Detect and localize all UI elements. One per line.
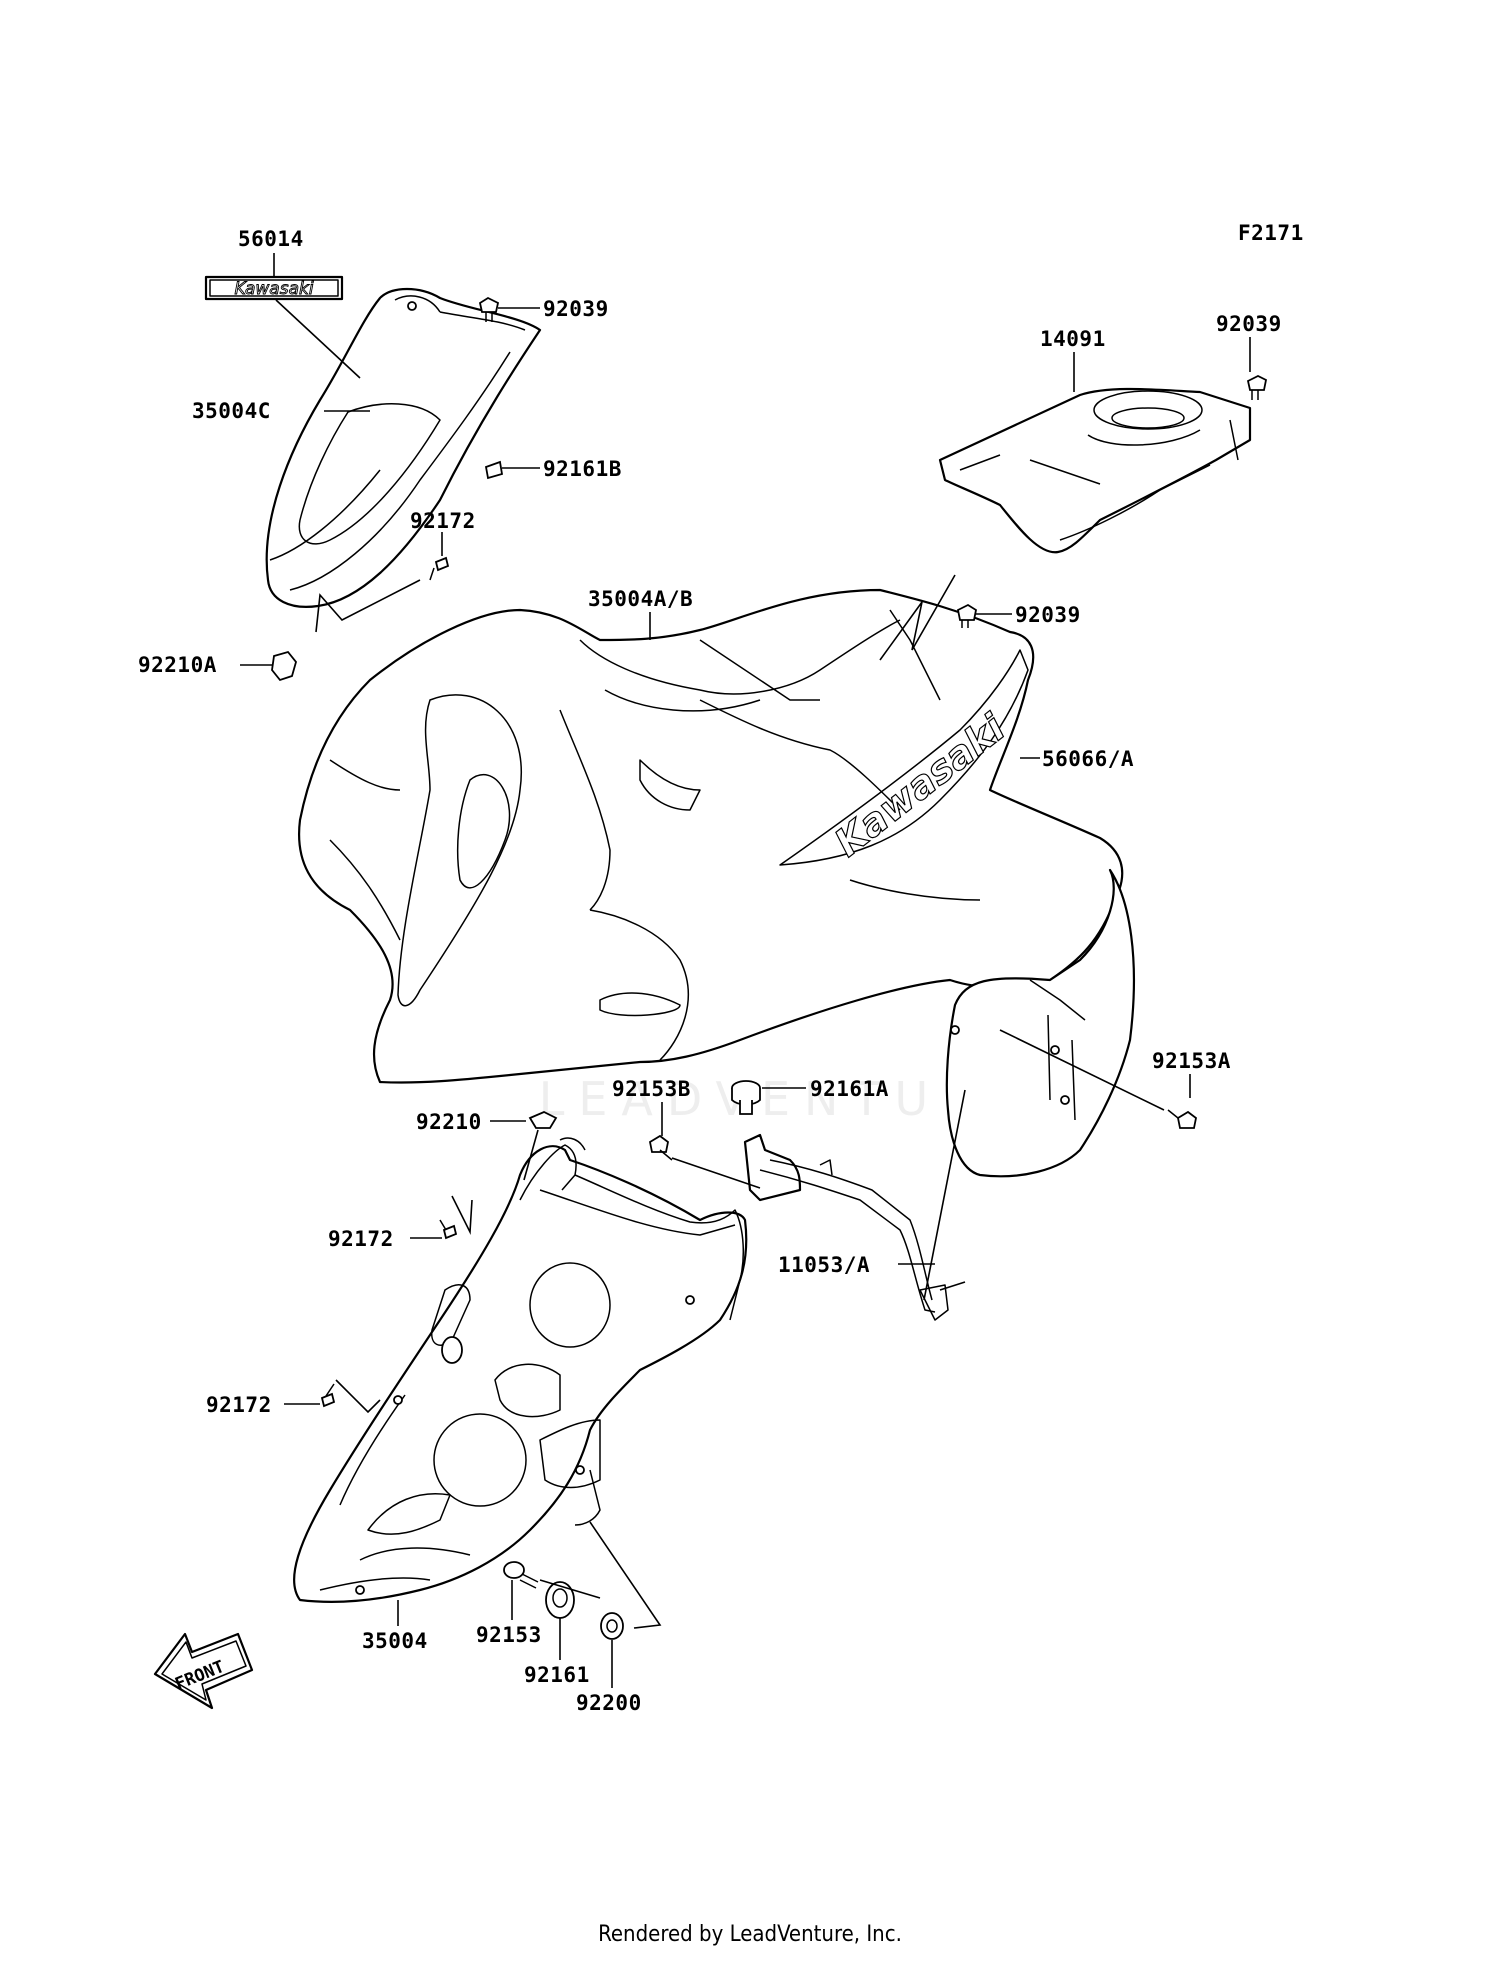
label-92161A: 92161A bbox=[810, 1077, 889, 1101]
damper-92161B bbox=[484, 460, 504, 480]
label-35004AB: 35004A/B bbox=[588, 587, 693, 611]
bolt-92153B bbox=[648, 1134, 673, 1161]
screw-92172-low bbox=[320, 1383, 336, 1408]
label-92200: 92200 bbox=[576, 1691, 642, 1715]
screw-92172-mid bbox=[439, 1219, 458, 1240]
label-92153: 92153 bbox=[476, 1623, 542, 1647]
nut-92210A bbox=[271, 650, 297, 682]
label-92210A: 92210A bbox=[138, 653, 217, 677]
part-35004C-upper-cover bbox=[265, 288, 542, 608]
label-92161B: 92161B bbox=[543, 457, 622, 481]
fasteners bbox=[271, 296, 1268, 1640]
leader-lines bbox=[240, 253, 1251, 1688]
label-92172-top: 92172 bbox=[410, 509, 476, 533]
part-35004-rear-fender bbox=[293, 1137, 748, 1604]
label-92210: 92210 bbox=[416, 1110, 482, 1134]
part-11053A-bracket bbox=[743, 1133, 949, 1321]
label-35004: 35004 bbox=[362, 1629, 428, 1653]
label-92153B: 92153B bbox=[612, 1077, 691, 1101]
clip-92039-right bbox=[1246, 374, 1268, 400]
label-92039-mid: 92039 bbox=[1015, 603, 1081, 627]
label-14091: 14091 bbox=[1040, 327, 1106, 351]
emblem-text: Kawasaki bbox=[234, 279, 313, 299]
front-direction-arrow: FRONT bbox=[153, 1632, 254, 1710]
label-56014: 56014 bbox=[238, 227, 304, 251]
label-92172-low: 92172 bbox=[206, 1393, 272, 1417]
bolt-92153 bbox=[503, 1561, 539, 1589]
watermark-text: LEADVENTURE bbox=[539, 1072, 1032, 1126]
part-labels: 56014 92039 35004C 92161B 92172 92210A 1… bbox=[138, 227, 1282, 1715]
label-92172-mid: 92172 bbox=[328, 1227, 394, 1251]
figure-code: F2171 bbox=[1238, 221, 1304, 245]
damper-92161A bbox=[731, 1080, 761, 1115]
label-56066A: 56066/A bbox=[1042, 747, 1134, 771]
screw-92172-top bbox=[429, 556, 450, 581]
label-11053A: 11053/A bbox=[778, 1253, 870, 1277]
label-92039-top: 92039 bbox=[543, 297, 609, 321]
label-92153A: 92153A bbox=[1152, 1049, 1231, 1073]
collar-92161 bbox=[545, 1581, 575, 1619]
part-35004AB-front-fender bbox=[298, 588, 1136, 1178]
footer-credit: Rendered by LeadVenture, Inc. bbox=[598, 1922, 902, 1947]
part-14091-cover bbox=[938, 387, 1252, 554]
label-92161: 92161 bbox=[524, 1663, 590, 1687]
label-35004C: 35004C bbox=[192, 399, 271, 423]
bolt-92153A bbox=[1167, 1109, 1197, 1129]
part-56014-emblem: Kawasaki bbox=[204, 275, 344, 301]
nut-92210 bbox=[528, 1111, 558, 1129]
clip-92039-mid bbox=[956, 603, 978, 628]
clip-92039-top bbox=[478, 296, 500, 322]
label-92039-right: 92039 bbox=[1216, 312, 1282, 336]
washer-92200 bbox=[600, 1612, 624, 1640]
